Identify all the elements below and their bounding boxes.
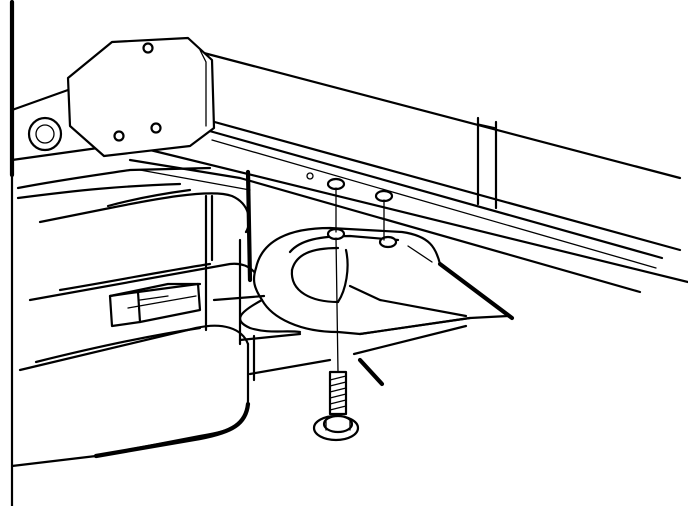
mounting-bracket (212, 226, 515, 387)
frame-crossmember (128, 50, 688, 294)
frame-rail-lower (18, 188, 264, 458)
rail-bottom-edge (93, 401, 251, 459)
plate-hole (113, 130, 125, 142)
gusset-plate (66, 36, 216, 158)
alignment-lines (335, 187, 385, 373)
plate-hole (150, 122, 162, 134)
frame-rail-upper (10, 88, 212, 200)
bolt-head (322, 414, 354, 434)
rail-hole (27, 116, 63, 152)
bolt (312, 370, 360, 442)
bracket-hole (378, 235, 398, 249)
shadow-edge (245, 169, 253, 283)
rail-bottom-line (10, 454, 98, 468)
square-tube (108, 282, 202, 328)
plate-hole (142, 42, 154, 54)
